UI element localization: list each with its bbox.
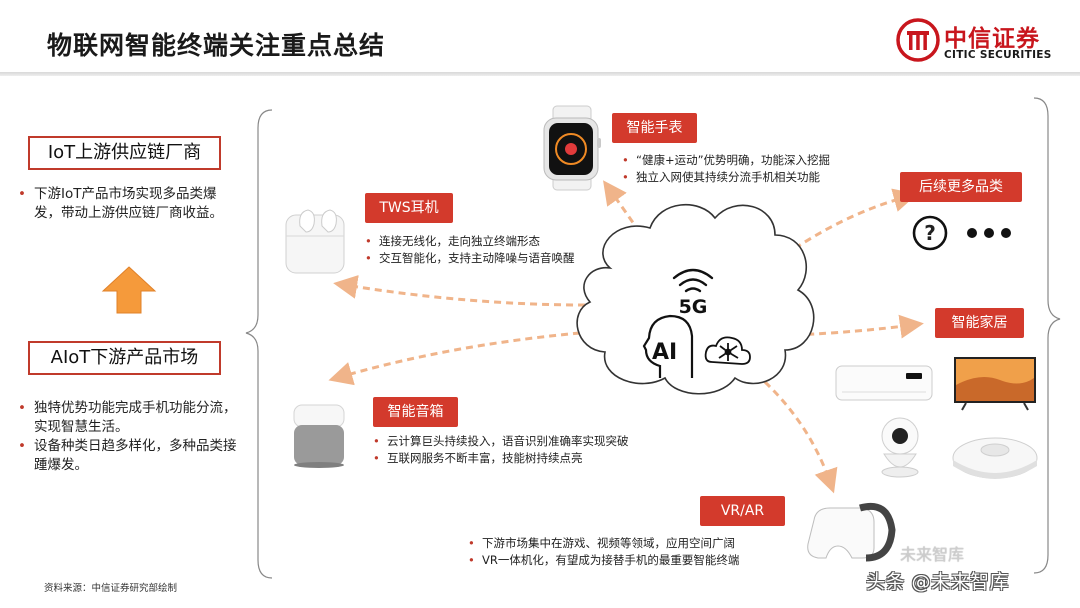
ellipsis-icon (967, 228, 1011, 238)
smartwatch-bullets: “健康+运动”优势明确，功能深入挖掘 独立入网使其持续分流手机相关功能 (622, 152, 830, 186)
smartwatch-image (544, 106, 601, 190)
ai-label: AI (652, 340, 677, 365)
vr-ar-bullet: VR一体机化，有望成为接替手机的最重要智能终端 (468, 552, 739, 569)
vr-ar-bullet: 下游市场集中在游戏、视频等领域，应用空间广阔 (468, 535, 739, 552)
arrow-to-speaker (340, 333, 580, 377)
vr-headset-image (808, 506, 892, 558)
smart-speaker-bullet: 互联网服务不断丰富，技能树持续点亮 (373, 450, 629, 467)
smart-home-label: 智能家居 (935, 308, 1024, 338)
smartwatch-label: 智能手表 (612, 113, 697, 143)
robot-vacuum-image (953, 438, 1037, 479)
vr-ar-label: VR/AR (700, 496, 785, 526)
arrow-to-tws (345, 285, 585, 305)
smart-speaker-bullet: 云计算巨头持续投入，语音识别准确率实现突破 (373, 433, 629, 450)
tws-bullet: 连接无线化，走向独立终端形态 (365, 233, 575, 250)
watermark: 头条 @未来智库 (866, 567, 1009, 594)
air-conditioner-image (836, 366, 932, 400)
question-mark-text: ? (921, 221, 939, 245)
source-note: 资料来源：中信证券研究部绘制 (44, 580, 177, 594)
tws-earbuds-image (286, 210, 344, 273)
smart-speaker-image (294, 405, 344, 468)
vr-ar-bullets: 下游市场集中在游戏、视频等领域，应用空间广阔 VR一体机化，有望成为接替手机的最… (468, 535, 739, 569)
smart-speaker-bullets: 云计算巨头持续投入，语音识别准确率实现突破 互联网服务不断丰富，技能树持续点亮 (373, 433, 629, 467)
smartwatch-bullet: 独立入网使其持续分流手机相关功能 (622, 169, 830, 186)
watermark-faint: 未来智库 (900, 541, 964, 565)
smart-speaker-label: 智能音箱 (373, 397, 458, 427)
tws-label: TWS耳机 (365, 193, 453, 223)
right-brace (1034, 98, 1060, 573)
tws-bullets: 连接无线化，走向独立终端形态 交互智能化，支持主动降噪与语音唤醒 (365, 233, 575, 267)
television-image (954, 357, 1036, 410)
arrow-to-vr (765, 382, 830, 482)
more-categories-label: 后续更多品类 (900, 172, 1022, 202)
left-brace (246, 110, 272, 578)
5g-label: 5G (673, 296, 713, 318)
tws-bullet: 交互智能化，支持主动降噪与语音唤醒 (365, 250, 575, 267)
smartwatch-bullet: “健康+运动”优势明确，功能深入挖掘 (622, 152, 830, 169)
security-camera-image (882, 418, 918, 477)
